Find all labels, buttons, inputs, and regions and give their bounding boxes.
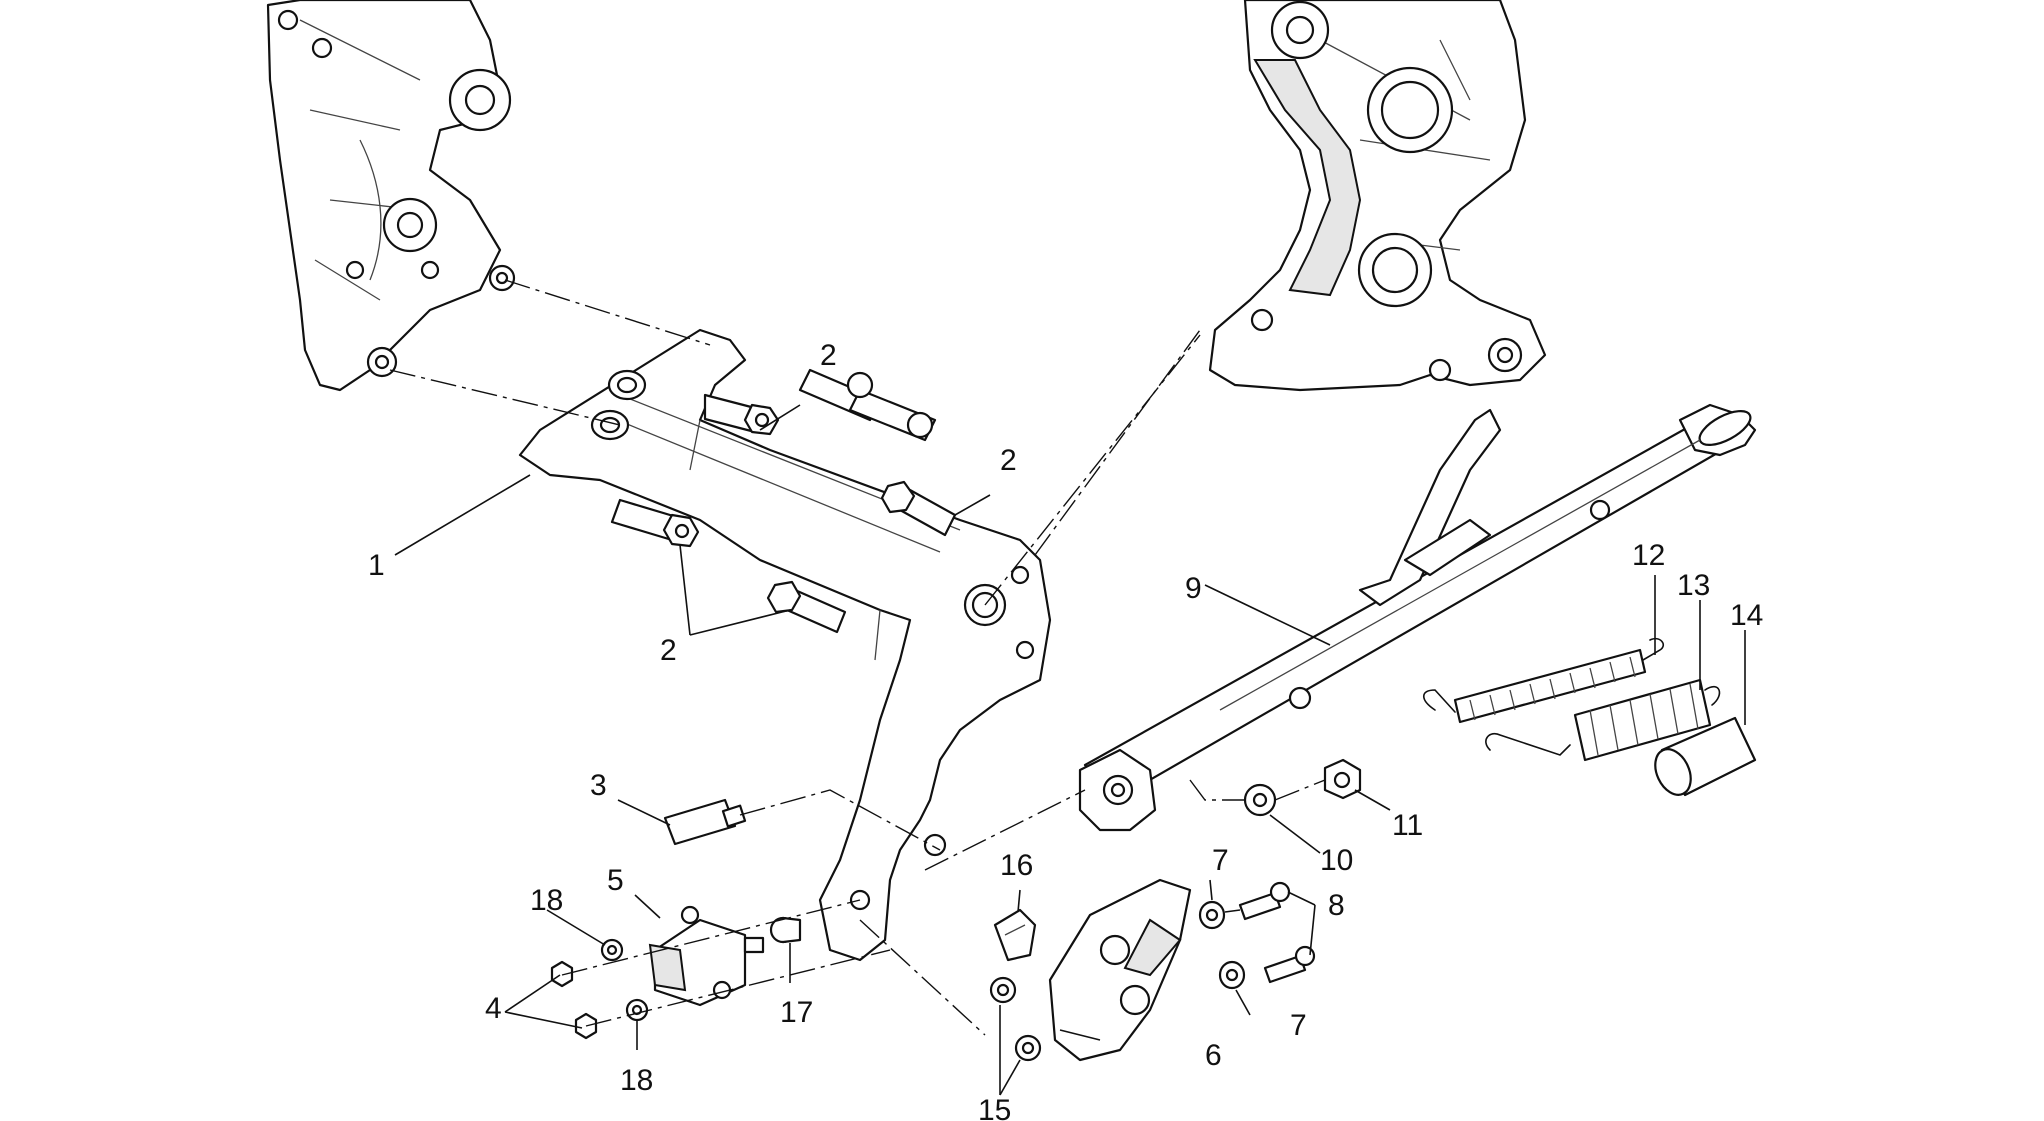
part-2-bolt-upper (703, 393, 780, 436)
callout-4: 4 (485, 992, 502, 1025)
callout-18-upper: 18 (530, 884, 563, 917)
part-7-washer-lower (1218, 960, 1246, 990)
part-14-sleeve (1654, 716, 1757, 797)
part-9-side-stand (1078, 403, 1757, 832)
callout-14: 14 (1730, 599, 1763, 632)
part-2-bolt-lower-b (766, 580, 847, 634)
callout-18-lower: 18 (620, 1064, 653, 1097)
part-2-bolt-lower-a (610, 498, 700, 548)
callout-5: 5 (607, 864, 624, 897)
part-8-bolt-lower (1263, 945, 1316, 984)
callout-12: 12 (1632, 539, 1665, 572)
part-6-cover (1048, 878, 1192, 1062)
part-16-clip (993, 908, 1037, 962)
callout-3: 3 (590, 769, 607, 802)
part-15-washer-b (1014, 1034, 1042, 1062)
callout-8: 8 (1328, 889, 1345, 922)
assembly-lines (389, 279, 1326, 1036)
part-5-switch (648, 905, 765, 1007)
callout-13: 13 (1677, 569, 1710, 602)
part-13-spring (1485, 678, 1721, 762)
part-10-washer (1243, 783, 1277, 817)
part-3-pin (663, 798, 747, 846)
part-17-screw (769, 916, 802, 944)
callout-2-upper: 2 (820, 339, 837, 372)
callout-2-lower: 2 (660, 634, 677, 667)
callout-6: 6 (1205, 1039, 1222, 1072)
callout-11: 11 (1392, 809, 1423, 842)
leader-lines (394, 404, 1746, 1096)
part-8-bolt-upper (1238, 881, 1291, 921)
callout-16: 16 (1000, 849, 1033, 882)
callout-7-lower: 7 (1290, 1009, 1307, 1042)
part-4-nut-upper (550, 960, 574, 988)
part-18-washer-upper (600, 938, 624, 962)
callout-labels: 1 2 2 2 3 4 5 6 7 7 8 9 10 11 12 13 14 1… (368, 339, 1763, 1121)
frame-bracket-right (1208, 0, 1547, 392)
callout-10: 10 (1320, 844, 1353, 877)
part-15-washer-a (989, 976, 1017, 1004)
part-7-washer-upper (1198, 900, 1226, 930)
part-12-spring (1422, 637, 1665, 724)
callout-15: 15 (978, 1094, 1011, 1121)
callout-1: 1 (368, 549, 385, 582)
frame-bracket-left (266, 0, 516, 392)
part-11-nut (1323, 758, 1362, 800)
callout-17: 17 (780, 996, 813, 1029)
callout-2-middle: 2 (1000, 444, 1017, 477)
part-18-washer-lower (625, 998, 649, 1022)
callout-9: 9 (1185, 572, 1202, 605)
part-2-bolt-middle (880, 480, 957, 537)
callout-7-upper: 7 (1212, 844, 1229, 877)
part-1-stand-bracket (518, 328, 1052, 962)
